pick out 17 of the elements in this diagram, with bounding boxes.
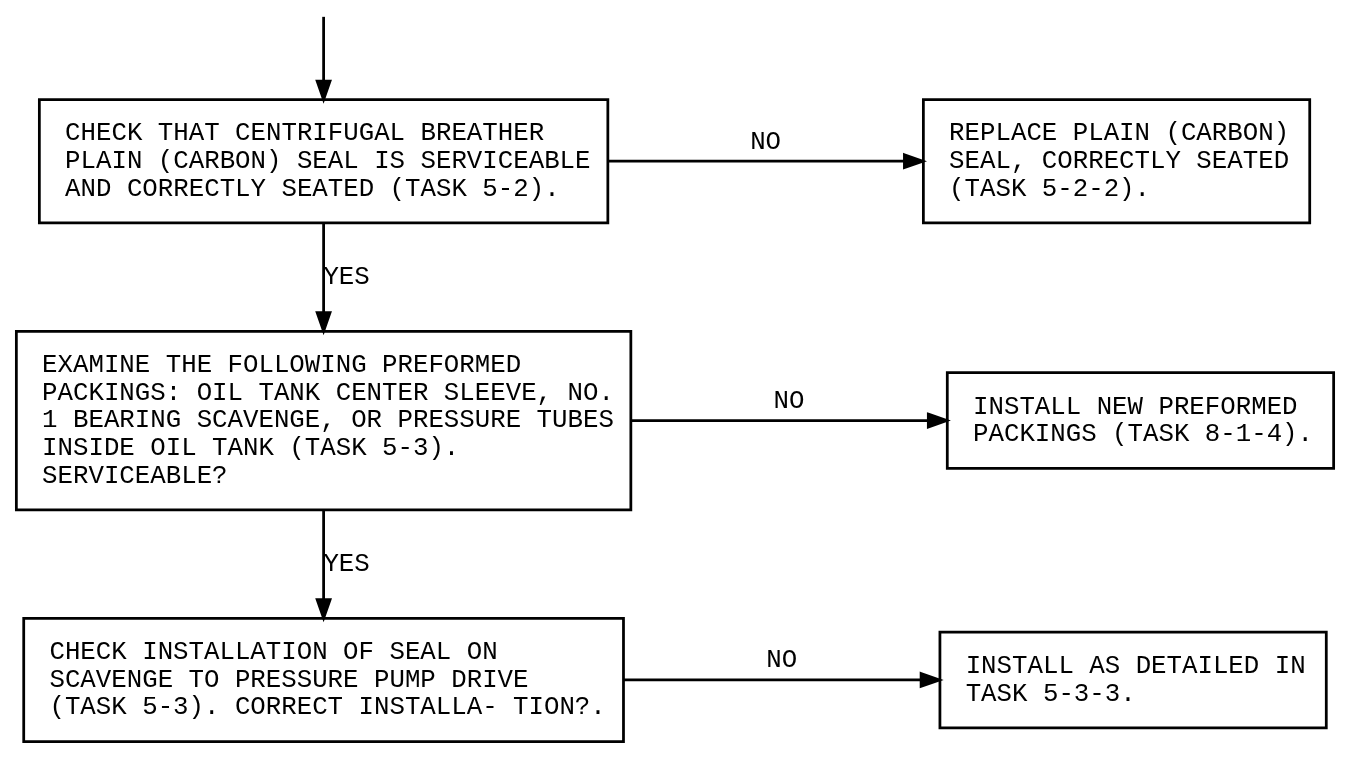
node-box: REPLACE PLAIN (CARBON) SEAL, CORRECTLY SEATED (TASK 5-2-2). xyxy=(921,98,1311,225)
edge-label: NO xyxy=(773,387,805,417)
arrow xyxy=(623,671,944,689)
edge-label: YES xyxy=(322,549,370,579)
arrow xyxy=(314,222,332,336)
edge-label: NO xyxy=(749,127,781,157)
arrow xyxy=(607,152,927,170)
edge-label: YES xyxy=(322,262,370,292)
node-box: EXAMINE THE FOLLOWING PREFORMED PACKINGS: OIL TANK CENTER SLEEVE, NO. 1 BEARING SCAVENGE, OR PRESSURE TUBES INSIDE OIL TANK (TASK 5-3). SERVICEABLE? xyxy=(14,329,632,512)
edge-label: NO xyxy=(765,646,797,676)
node-box: CHECK THAT CENTRIFUGAL BREATHER PLAIN (CARBON) SEAL IS SERVICEABLE AND CORRECTLY SEATED (TASK 5-2). xyxy=(37,98,609,225)
node-box: INSTALL NEW PREFORMED PACKINGS (TASK 8-1-4). xyxy=(945,371,1335,470)
node-box: CHECK INSTALLATION OF SEAL ON SCAVENGE TO PRESSURE PUMP DRIVE (TASK 5-3). CORRECT INSTALLA- TION?. xyxy=(21,616,625,743)
arrow xyxy=(314,510,332,623)
arrow xyxy=(314,16,332,104)
node-box: INSTALL AS DETAILED IN TASK 5-3-3. xyxy=(938,630,1328,730)
arrow xyxy=(630,412,951,429)
